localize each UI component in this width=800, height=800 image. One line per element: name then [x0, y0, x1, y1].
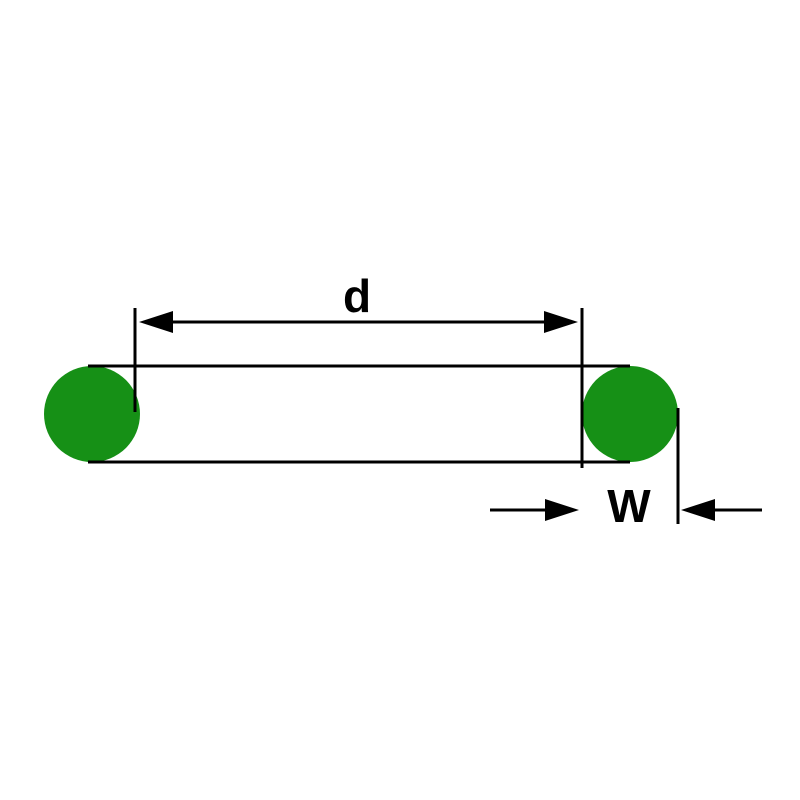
oring-cross-section-left [44, 366, 140, 462]
inner-diameter-label: d [343, 270, 371, 322]
arrowhead-d-right-icon [544, 311, 578, 333]
width-label: W [607, 480, 651, 532]
arrowhead-w-left-icon [545, 499, 579, 521]
arrowhead-w-right-icon [681, 499, 715, 521]
arrowhead-d-left-icon [139, 311, 173, 333]
oring-cross-section-right [582, 366, 678, 462]
